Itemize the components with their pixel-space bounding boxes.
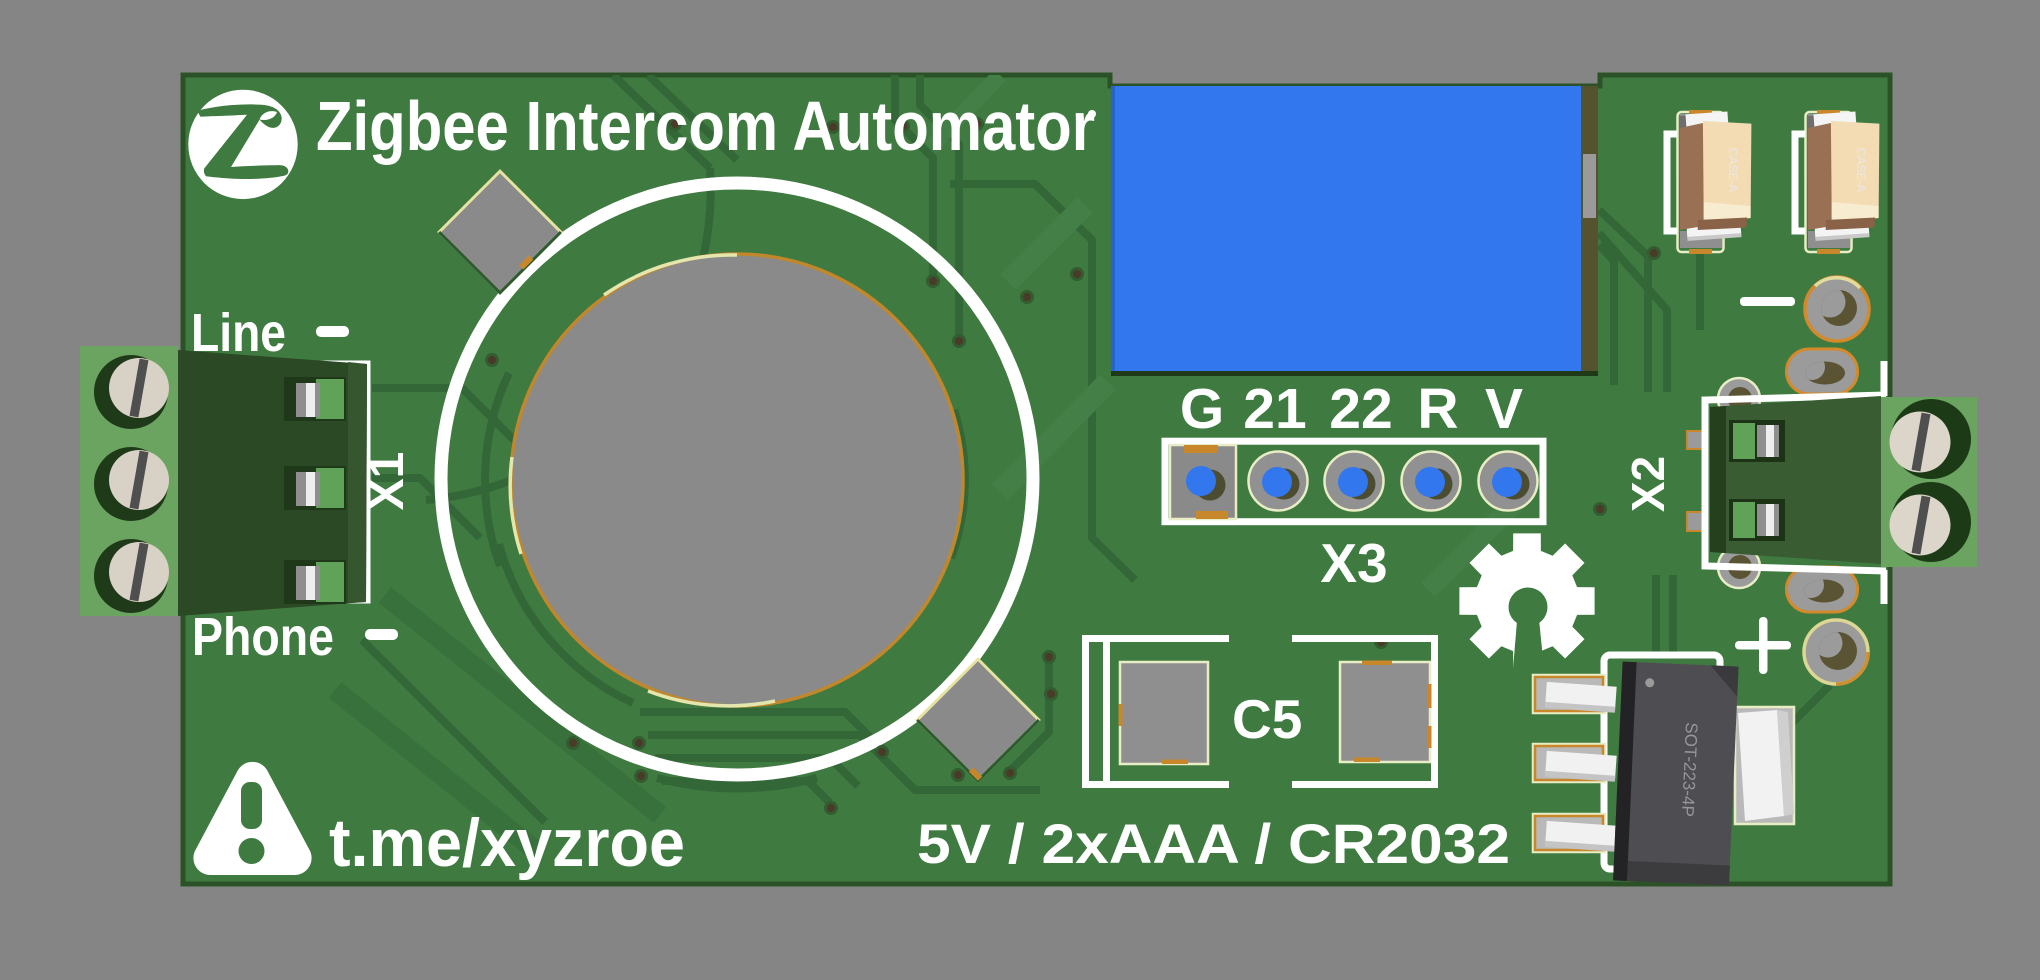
svg-text:CASE-A: CASE-A	[1726, 148, 1740, 193]
svg-text:Zigbee Intercom Automator: Zigbee Intercom Automator	[316, 87, 1095, 165]
svg-text:R: R	[1417, 377, 1458, 441]
svg-text:X3: X3	[1320, 532, 1387, 594]
svg-text:22: 22	[1329, 377, 1392, 441]
svg-text:G: G	[1180, 377, 1224, 441]
svg-text:C5: C5	[1232, 688, 1302, 750]
svg-text:SOT-223-4P: SOT-223-4P	[1678, 722, 1701, 817]
svg-text:21: 21	[1243, 377, 1306, 441]
svg-text:5V / 2xAAA / CR2032: 5V / 2xAAA / CR2032	[917, 812, 1510, 875]
svg-text:Phone: Phone	[192, 607, 334, 667]
svg-text:CASE-A: CASE-A	[1854, 148, 1868, 193]
svg-text:t.me/xyzroe: t.me/xyzroe	[329, 805, 685, 881]
svg-text:X2: X2	[1622, 456, 1674, 512]
svg-text:V: V	[1485, 377, 1523, 441]
